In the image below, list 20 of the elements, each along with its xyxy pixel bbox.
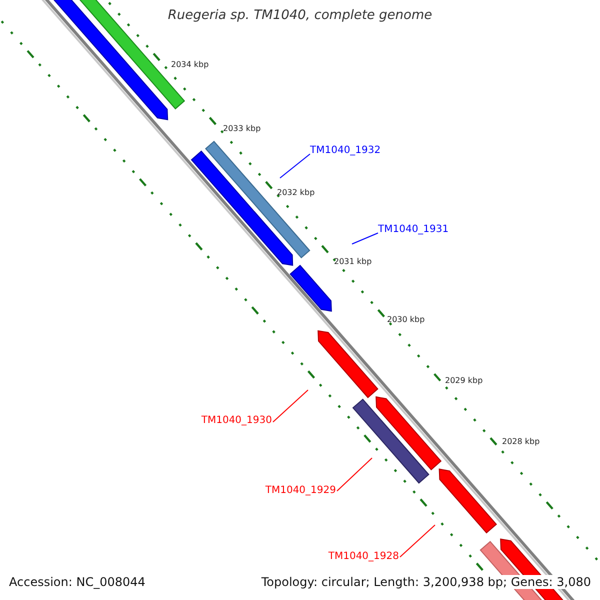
genome-info-text: Topology: circular; Length: 3,200,938 bp; Genes: 3,080 [261,575,591,589]
scale-label: 2028 kbp [502,437,540,446]
scale-label: 2029 kbp [445,376,483,385]
map-title: Ruegeria sp. TM1040, complete genome [166,8,434,23]
gene-label: TM1040_1928 [328,551,399,562]
accession-text: Accession: NC_008044 [9,575,146,589]
leader-line [336,458,372,492]
scale-label: 2030 kbp [387,315,425,324]
scale-label: 2033 kbp [223,124,261,133]
leader-line [272,390,308,422]
scale-label: 2032 kbp [277,188,315,197]
gene-label: TM1040_1932 [310,145,381,156]
scale-label: 2031 kbp [334,257,372,266]
leader-line [400,524,436,558]
scale-label: 2034 kbp [171,60,209,69]
gene-label: TM1040_1929 [265,485,336,496]
gene-label: TM1040_1930 [201,415,272,426]
gene-label: TM1040_1931 [378,224,449,235]
leader-line [280,154,310,178]
leader-line [352,232,378,244]
